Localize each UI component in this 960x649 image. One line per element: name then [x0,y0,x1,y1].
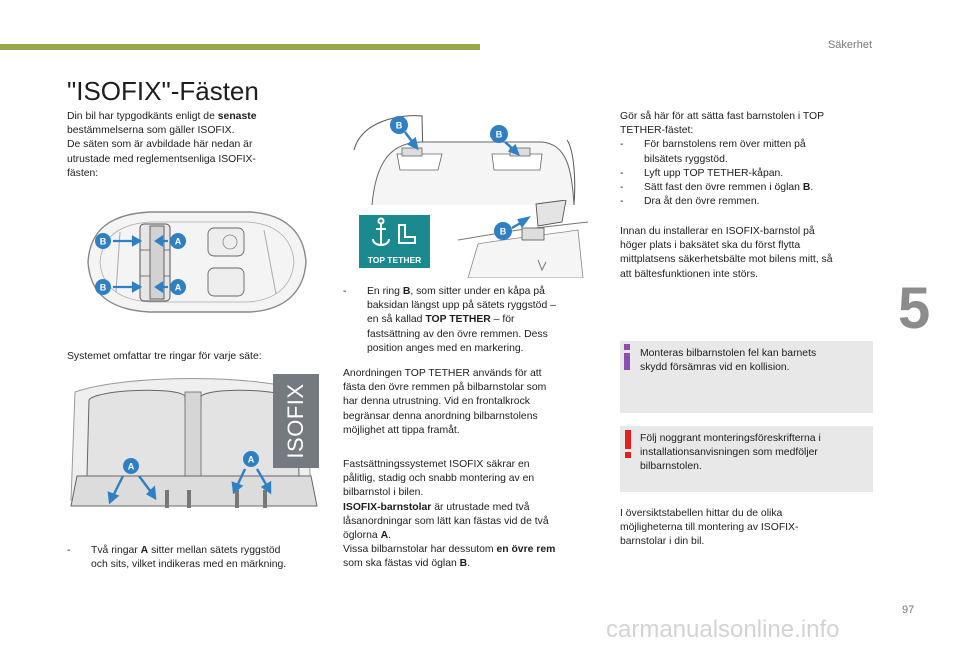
bullet-rings-a: Två ringar A sitter mellan sätets ryggst… [67,544,327,572]
system-text: Systemet omfattar tre ringar för varje s… [67,351,262,362]
top-tether-logo-label: TOP TETHER [367,255,422,265]
rear-seat-diagram: A A [67,372,322,532]
warning-text-2: installationsanvisningen som medföljer [640,447,818,459]
warning-box: Följ noggrant monteringsföreskrifterna i… [620,426,873,492]
info-text-1: Monteras bilbarnstolen fel kan barnets [640,348,817,359]
page-number: 97 [902,604,915,616]
marker-a-bottom: A [175,283,182,293]
marker-b-top-left: B [396,121,403,131]
warning-text-1: Följ noggrant monteringsföreskrifterna i [640,433,821,444]
right-seat-paragraph: Innan du installerar en ISOFIX-barnstol … [620,226,833,280]
marker-a-top: A [175,237,182,247]
chapter-tab [897,272,960,352]
info-text-2: skydd försämras vid en kollision. [640,362,790,374]
car-top-view-diagram: B B A A [80,200,312,325]
marker-b-left-bottom: B [100,283,107,293]
chapter-number: 5 [898,276,931,341]
top-tether-seat-diagram: B B [353,115,576,205]
isofix-system-paragraph: Fastsättningssystemet ISOFIX säkrar en p… [343,459,556,570]
top-tether-paragraph: Anordningen TOP TETHER används för att f… [343,368,547,436]
marker-b-top-right: B [496,130,503,140]
info-box: Monteras bilbarnstolen fel kan barnets s… [620,341,873,413]
top-tether-logo: TOP TETHER [359,215,430,268]
marker-a-left: A [128,462,135,472]
info-icon [624,344,630,370]
warning-text-3: bilbarnstolen. [640,461,702,473]
top-tether-cover-diagram: B [458,200,588,278]
page-title: "ISOFIX"-Fästen [67,76,259,106]
overview-paragraph: I översiktstabellen hittar du de olika m… [620,508,799,548]
section-title: Säkerhet [827,39,872,51]
warning-icon [625,430,631,458]
marker-b-left-top: B [100,237,107,247]
anchor-seat-icon [372,217,416,246]
header-accent-bar [0,44,480,50]
watermark: carmanualsonline.info [606,616,840,643]
top-tether-steps: Gör så här för att sätta fast barnstolen… [620,110,875,210]
marker-b-cover: B [500,227,507,237]
bullet-ring-b: En ring B, som sitter under en kåpa på b… [343,285,595,356]
marker-a-right: A [248,455,255,465]
intro-paragraph: Din bil har typgodkänts enligt de senast… [67,111,257,179]
isofix-tag: ISOFIX [273,374,319,468]
